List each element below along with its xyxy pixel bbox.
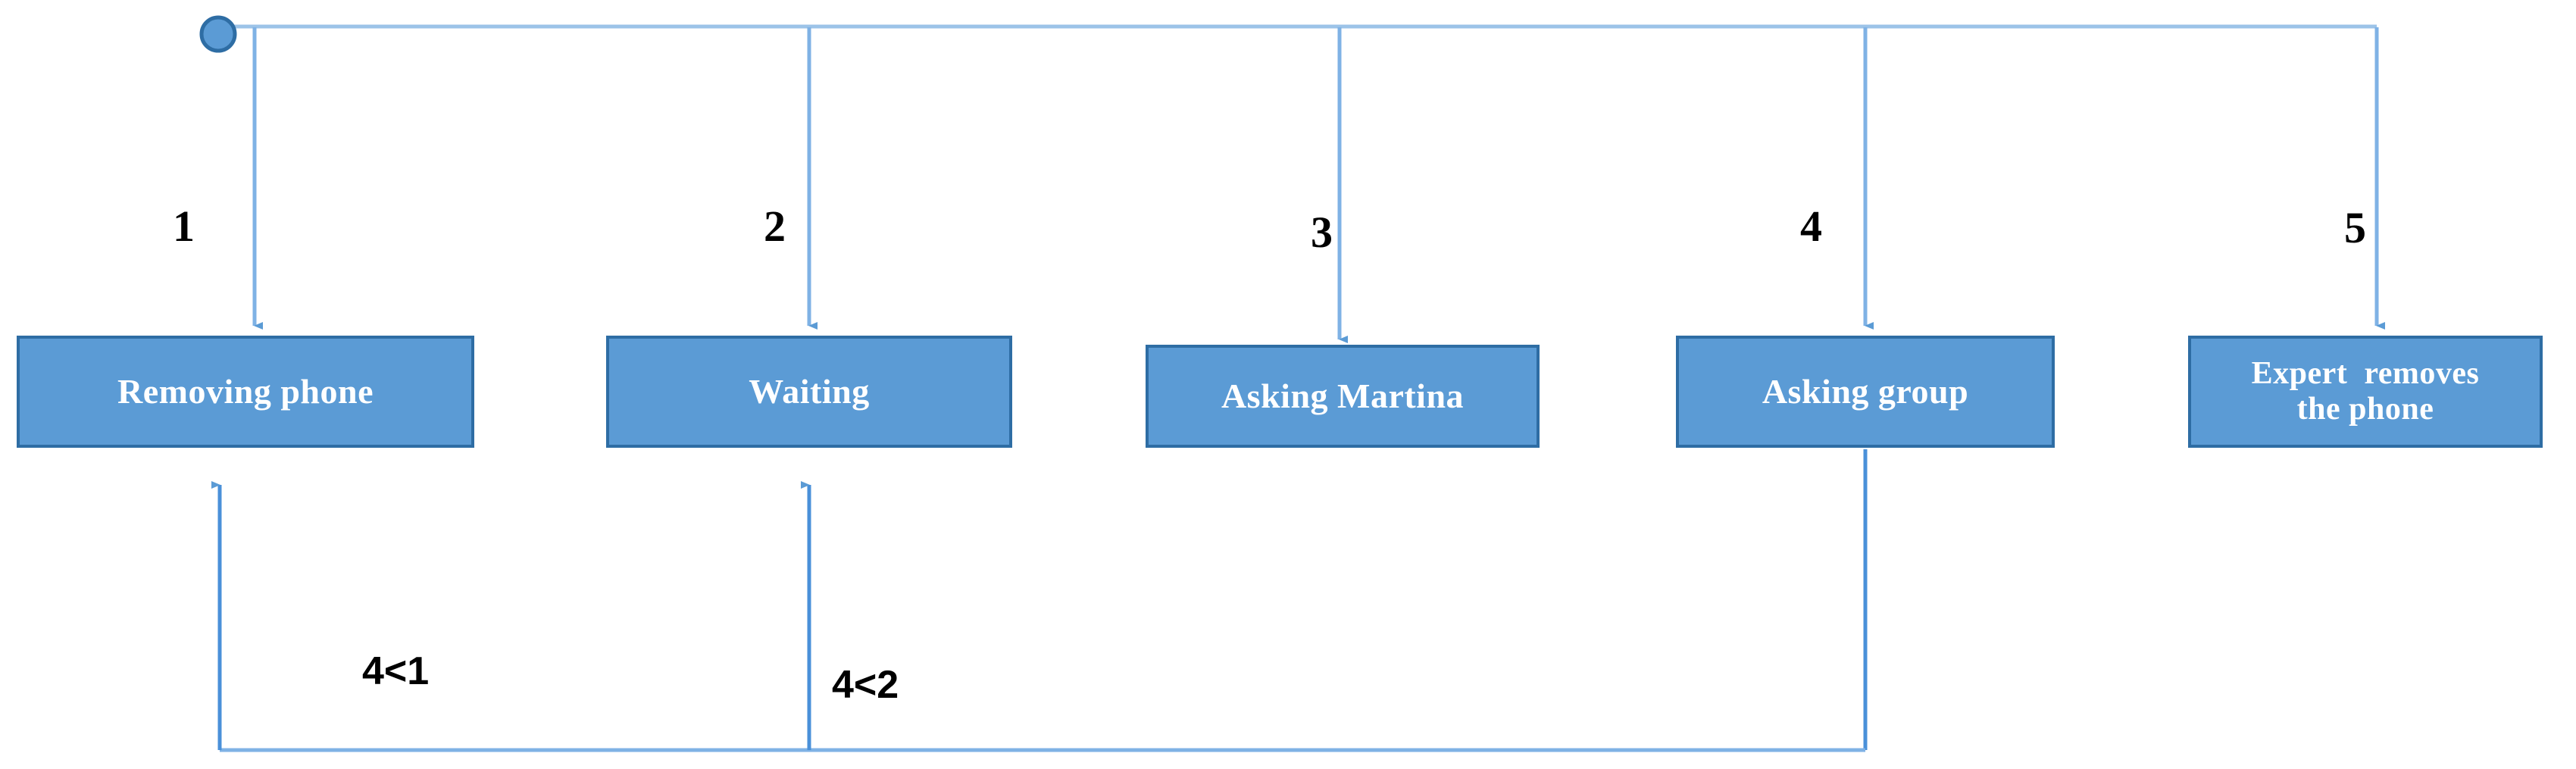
step-number-3: 3 [1311,208,1333,257]
step-number-5: 5 [2344,203,2366,252]
start-node-circle [199,15,237,53]
expert-box-line-2: the phone [2296,392,2434,427]
expert-box-line-1: Expert removes [2251,355,2480,391]
process-box-expert-removes-phone[interactable]: Expert removes the phone [2188,336,2543,448]
step-number-4: 4 [1800,202,1822,251]
feedback-label-4-lt-2: 4<2 [832,663,899,707]
process-box-removing-phone[interactable]: Removing phone [17,336,474,448]
process-box-waiting[interactable]: Waiting [606,336,1012,448]
process-box-asking-martina[interactable]: Asking Martina [1146,345,1540,448]
process-box-asking-group[interactable]: Asking group [1676,336,2055,448]
feedback-label-4-lt-1: 4<1 [362,649,430,693]
step-number-1: 1 [173,202,195,251]
step-number-2: 2 [764,202,786,251]
